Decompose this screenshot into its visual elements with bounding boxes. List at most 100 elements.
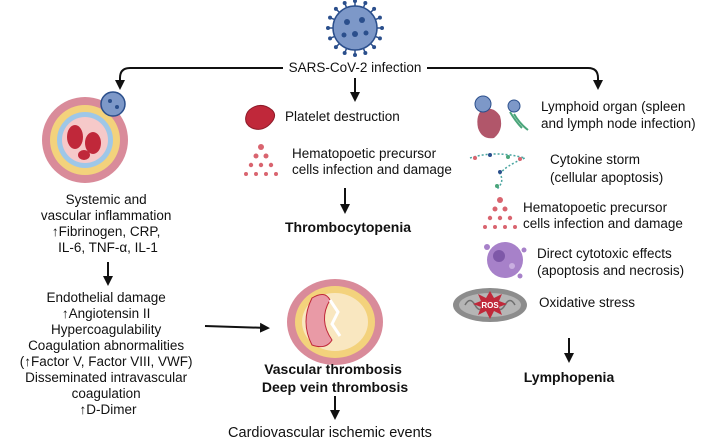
inflammation-line-4: IL-6, TNF-α, IL-1 [58,240,158,255]
cell-dot [258,144,264,150]
cytotoxic-line-1: Direct cytotoxic effects [537,246,672,261]
damage-line-5: (↑Factor V, Factor VIII, VWF) [20,354,193,369]
cell-vesicle [509,263,515,269]
damage-line-7: coagulation [72,386,141,401]
thrombosis-vessel-icon [287,279,383,365]
lymphoid-line-1: Lymphoid organ (spleen [541,99,685,114]
virus-spike-tip [363,50,368,55]
spleen-shape [477,108,502,139]
thrombus [305,294,333,348]
precursor-middle-line-1: Hematopoetic precursor [292,146,437,161]
lymphoid-organ-icon [474,95,529,139]
inflammation-line-3: ↑Fibrinogen, CRP, [52,224,161,239]
inflammation-line-1: Systemic and [66,192,147,207]
virus-spike-tip [353,53,357,57]
blood-vessel-icon [42,91,128,183]
cytokine-dot [495,184,499,188]
damage-line-3: Hypercoagulability [51,322,162,337]
cell-dot [244,172,248,176]
cell-dot [492,206,498,212]
inflammation-line-2: vascular inflammation [41,208,172,223]
oxidative-label: Oxidative stress [539,295,635,310]
cell-dot [513,225,517,229]
precursor-right-line-1: Hematopoetic precursor [523,200,668,215]
thrombosis-text: Vascular thrombosis Deep vein thrombosis [262,361,408,395]
virus-spike-tip [372,6,377,11]
cytokine-dot [498,170,502,174]
cell-dot [264,172,268,176]
virus-small-icon [100,91,126,117]
virus-dot [352,31,358,37]
cell-fragment [484,244,490,250]
cell-dot [493,225,497,229]
virus-dot [108,99,112,103]
damage-line-4: Coagulation abnormalities [28,338,184,353]
damage-line-8: ↑D-Dimer [80,402,137,417]
lymph-vessel [509,111,529,131]
cell-dot [248,162,254,168]
virus-spike-tip [328,36,333,41]
virus-spike-tip [326,26,330,30]
virus-dot [115,105,119,109]
precursor-cells-icon-middle [244,144,278,176]
cell-dot [487,215,493,221]
events-label: Cardiovascular ischemic events [228,425,432,441]
thrombocytopenia-label: Thrombocytopenia [285,219,411,235]
cell-dot [497,197,503,203]
cell-dot [274,172,278,176]
ros-label: ROS [481,301,499,310]
precursor-cells-icon-right [483,197,517,229]
damage-line-2: ↑Angiotensin II [62,306,151,321]
cell-fragment [521,247,527,253]
virus-spike-tip [342,50,347,55]
cell-dot [263,153,269,159]
cell-dot [483,225,487,229]
virus-small-icon [474,95,492,113]
ros-burst [473,291,507,319]
cytokine-dot [473,156,477,160]
virus-spike-tip [380,26,384,30]
cytokine-dot [488,153,492,157]
cytokine-swirl [469,153,528,191]
platelet-label: Platelet destruction [285,109,400,124]
virus-spike-tip [333,6,338,11]
cytokine-dot [518,157,522,161]
virus-icon [326,0,384,57]
cytotoxic-line-2: (apoptosis and necrosis) [537,263,684,278]
cytotoxic-cell-icon [484,242,527,279]
damage-line-6: Disseminated intravascular [25,370,188,385]
virus-spike-tip [363,1,368,6]
damage-text: Endothelial damage ↑Angiotensin II Hyper… [20,290,197,417]
mitochondria-icon: ROS [453,288,527,322]
precursor-middle-line-2: cells infection and damage [292,162,452,177]
virus-spike-tip [342,1,347,6]
blood-cell [85,132,101,154]
virus-spike-tip [372,45,377,50]
cell-dot [268,162,274,168]
inflammation-text: Systemic and vascular inflammation ↑Fibr… [41,192,175,255]
top-arrows [115,67,603,102]
cytotoxic-text: Direct cytotoxic effects (apoptosis and … [537,246,684,278]
arrow-to-right [427,67,603,90]
blood-cell [78,150,90,160]
arrow-damage-to-thrombosis [204,322,270,333]
virus-spike-tip [333,45,338,50]
cell-dot [254,172,258,176]
cell-fragment [517,273,523,279]
thrombus-edge [328,299,342,337]
precursor-right-line-2: cells infection and damage [523,216,683,231]
cytokine-dot [506,155,510,159]
platelet-icon [245,104,276,130]
cytokine-text: Cytokine storm (cellular apoptosis) [550,152,663,185]
damage-line-1: Endothelial damage [46,290,165,305]
virus-small-icon [507,99,521,113]
lymphoid-line-2: and lymph node infection) [541,116,696,131]
platelet-shape [245,104,276,130]
virus-dot [359,17,365,23]
cell-dot [503,225,507,229]
cell-dot [253,153,259,159]
root-label: SARS-CoV-2 infection [289,60,422,75]
cell-dot [507,215,513,221]
cell-nucleus [493,250,505,262]
